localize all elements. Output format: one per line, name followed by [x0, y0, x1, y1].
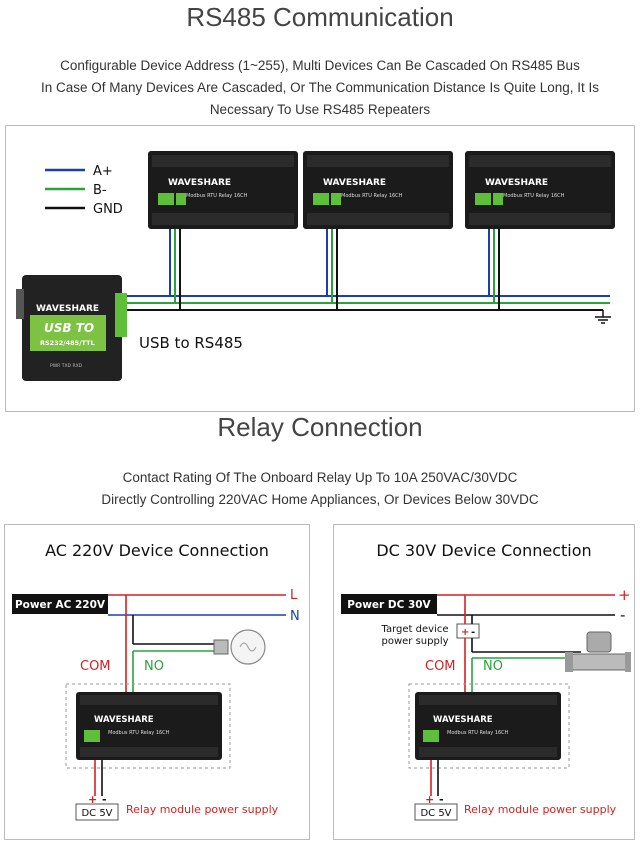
relay-device-2: WAVESHARE Modbus RTU Relay 16CH: [303, 151, 453, 229]
svg-text:WAVESHARE: WAVESHARE: [323, 178, 386, 188]
rs485-desc-line-3: Necessary To Use RS485 Repeaters: [209, 102, 431, 117]
svg-text:WAVESHARE: WAVESHARE: [485, 178, 548, 188]
rs485-title: RS485 Communication: [186, 2, 454, 32]
usb-rs485-converter: WAVESHARE USB TO RS232/485/TTL PWR TXD R…: [16, 275, 127, 381]
relay-device-3: WAVESHARE Modbus RTU Relay 16CH: [465, 151, 615, 229]
dc-supply-label: Relay module power supply: [464, 803, 617, 816]
dc-line-minus: -: [620, 606, 625, 624]
solenoid-valve-icon: [565, 631, 631, 672]
legend-a-plus: A+: [93, 164, 113, 179]
converter-brand: WAVESHARE: [36, 304, 99, 314]
ac-line-l: L: [290, 588, 298, 603]
ac-power-label: Power AC 220V: [15, 599, 106, 611]
dc-relay-module: WAVESHARE Modbus RTU Relay 16CH: [415, 692, 561, 760]
svg-text:WAVESHARE: WAVESHARE: [433, 715, 493, 725]
legend-gnd: GND: [93, 202, 123, 217]
ac-dc-minus: -: [102, 793, 107, 806]
dc-power-label: Power DC 30V: [347, 599, 431, 611]
ground-icon: [595, 310, 611, 324]
converter-leds: PWR TXD RXD: [50, 363, 83, 369]
converter-label: USB to RS485: [139, 334, 243, 352]
svg-text:Modbus RTU Relay 16CH: Modbus RTU Relay 16CH: [341, 193, 403, 199]
dc-target-plus: +: [461, 627, 469, 638]
dc-line-plus: +: [618, 586, 631, 604]
rs485-desc-line-1: Configurable Device Address (1~255), Mul…: [60, 58, 580, 73]
ac-dc-label: DC 5V: [81, 808, 112, 819]
svg-text:Modbus RTU Relay 16CH: Modbus RTU Relay 16CH: [108, 730, 170, 736]
ac-no-label: NO: [144, 659, 164, 674]
legend-b-minus: B-: [93, 183, 107, 198]
relay-desc-line-2: Directly Controlling 220VAC Home Applian…: [101, 492, 539, 507]
ac-dc-plus: +: [88, 793, 97, 806]
converter-sub: RS232/485/TTL: [40, 339, 95, 347]
light-bulb-icon: [213, 629, 266, 665]
ac-relay-module: WAVESHARE Modbus RTU Relay 16CH: [76, 692, 222, 760]
dc-com-label: COM: [425, 659, 456, 674]
relay-device-1: WAVESHARE Modbus RTU Relay 16CH: [148, 151, 298, 229]
converter-title: USB TO: [44, 321, 94, 335]
dc-dc-minus: -: [439, 793, 444, 806]
rs485-desc-line-2: In Case Of Many Devices Are Cascaded, Or…: [41, 80, 599, 95]
ac-heading: AC 220V Device Connection: [45, 541, 269, 560]
dc-dc-plus: +: [425, 793, 434, 806]
relay-title: Relay Connection: [217, 412, 423, 442]
ac-com-label: COM: [80, 659, 111, 674]
dc-no-label: NO: [483, 659, 503, 674]
dc-connection-panel: DC 30V Device Connection Power DC 30V + …: [333, 524, 635, 840]
ac-supply-label: Relay module power supply: [126, 803, 279, 816]
rs485-diagram: A+ B- GND WAVESHARE Modbus RTU Relay 16C…: [5, 125, 635, 412]
dc-heading: DC 30V Device Connection: [376, 541, 591, 560]
dc-target-minus: -: [471, 627, 475, 638]
device-model: Modbus RTU Relay 16CH: [186, 193, 248, 199]
device-brand: WAVESHARE: [168, 178, 231, 188]
svg-text:WAVESHARE: WAVESHARE: [94, 715, 154, 725]
dc-target-line-2: power supply: [381, 636, 448, 647]
relay-desc-line-1: Contact Rating Of The Onboard Relay Up T…: [122, 470, 518, 485]
ac-line-n: N: [290, 609, 300, 624]
dc-dc-label: DC 5V: [420, 808, 451, 819]
ac-connection-panel: AC 220V Device Connection Power AC 220V …: [4, 524, 310, 840]
dc-target-line-1: Target device: [381, 624, 449, 635]
svg-text:Modbus RTU Relay 16CH: Modbus RTU Relay 16CH: [447, 730, 509, 736]
wire-legend: A+ B- GND: [45, 164, 123, 217]
svg-text:Modbus RTU Relay 16CH: Modbus RTU Relay 16CH: [503, 193, 565, 199]
